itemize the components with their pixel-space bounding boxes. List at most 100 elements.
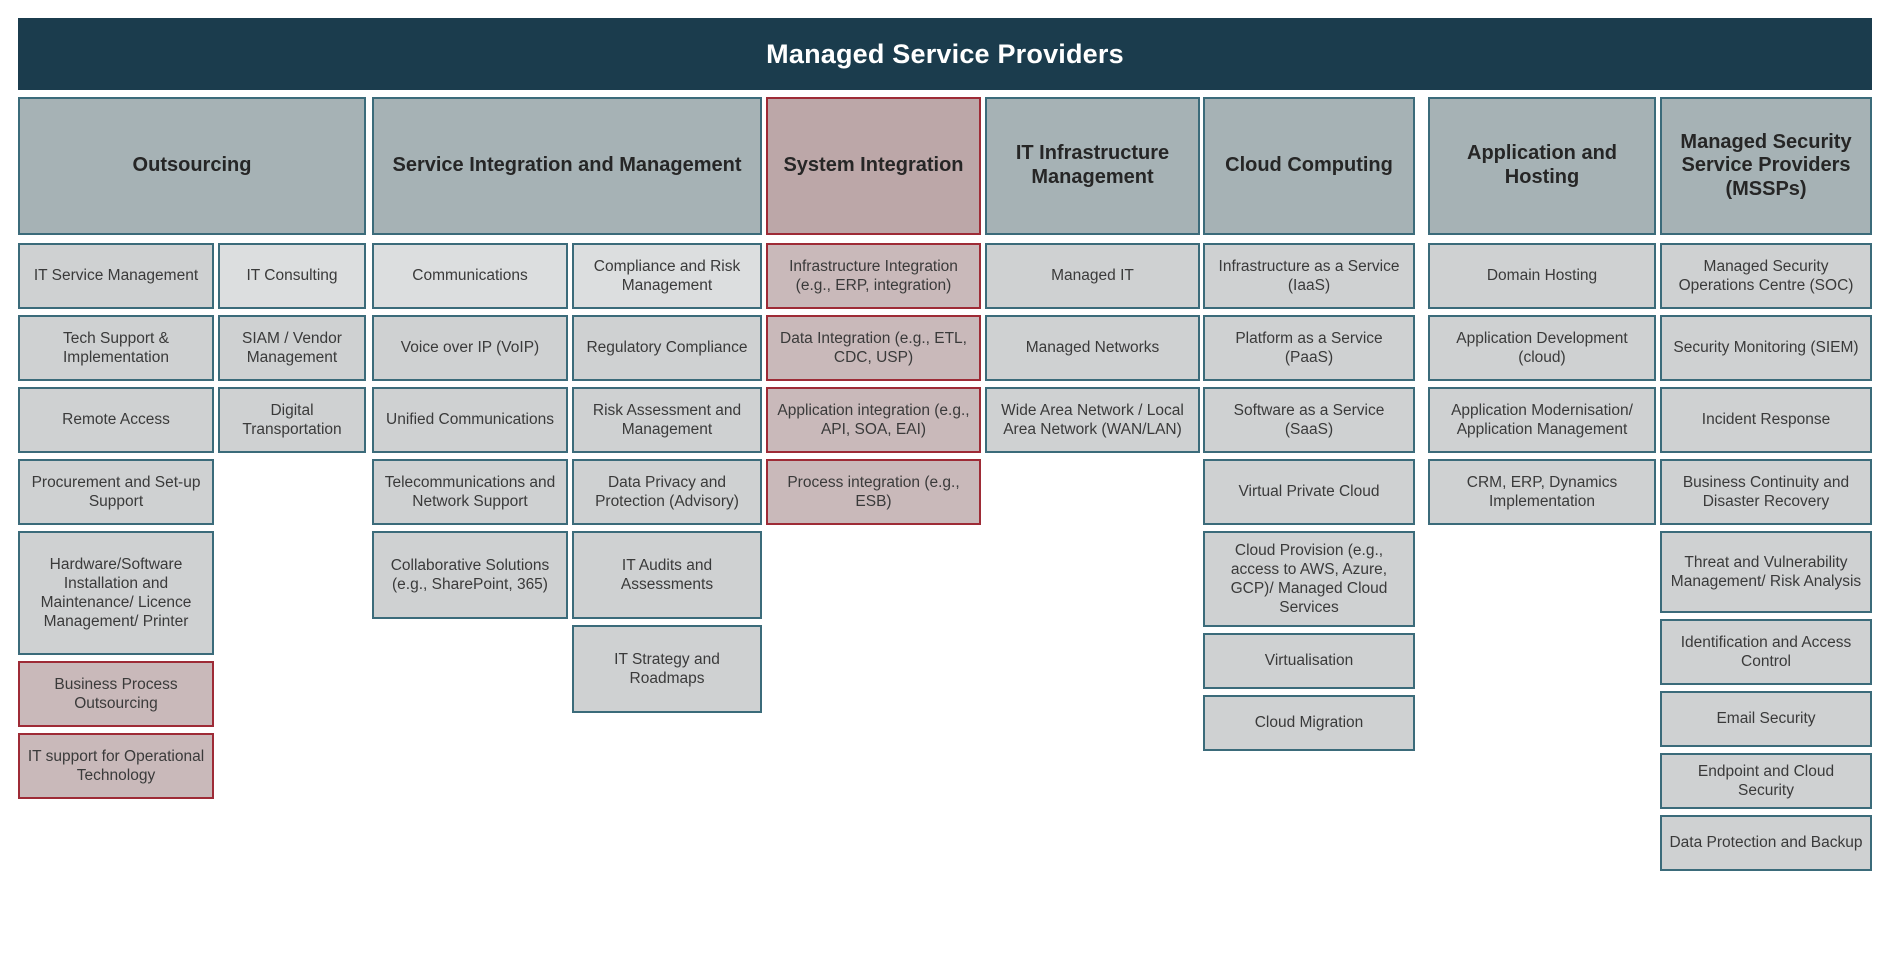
column-header-label: Managed Security Service Providers (MSSP… <box>1680 130 1852 200</box>
service-box[interactable]: Application Development (cloud) <box>1428 315 1656 381</box>
service-box-label: IT Strategy and Roadmaps <box>614 650 720 687</box>
column-header-label: IT Infrastructure Management <box>1015 142 1170 188</box>
service-box[interactable]: Hardware/Software Installation and Maint… <box>18 531 214 655</box>
service-box[interactable]: Identification and Access Control <box>1660 619 1872 685</box>
service-box-label: Tech Support & Implementation <box>63 329 169 366</box>
service-box[interactable]: Cloud Migration <box>1203 695 1415 751</box>
service-box-label: Data Protection and Backup <box>1669 834 1863 852</box>
service-box-label: Email Security <box>1716 710 1816 728</box>
service-box[interactable]: Security Monitoring (SIEM) <box>1660 315 1872 381</box>
service-box[interactable]: Managed IT <box>985 243 1200 309</box>
service-box[interactable]: SIAM / Vendor Management <box>218 315 366 381</box>
service-box[interactable]: Digital Transportation <box>218 387 366 453</box>
service-box[interactable]: Communications <box>372 243 568 309</box>
service-box[interactable]: Procurement and Set-up Support <box>18 459 214 525</box>
column-header-label: Application and Hosting <box>1467 142 1617 188</box>
column-header-outsourcing[interactable]: Outsourcing <box>18 97 366 235</box>
service-box-label: Hardware/Software Installation and Maint… <box>40 555 192 631</box>
service-box[interactable]: IT Consulting <box>218 243 366 309</box>
service-box-label: CRM, ERP, Dynamics Implementation <box>1466 473 1618 510</box>
service-box[interactable]: Data Protection and Backup <box>1660 815 1872 871</box>
service-box[interactable]: IT support for Operational Technology <box>18 733 214 799</box>
service-box[interactable]: Application Modernisation/ Application M… <box>1428 387 1656 453</box>
service-box[interactable]: Compliance and Risk Management <box>572 243 762 309</box>
service-box-label: Managed Security Operations Centre (SOC) <box>1678 257 1854 294</box>
service-box[interactable]: Data Privacy and Protection (Advisory) <box>572 459 762 525</box>
service-box[interactable]: Tech Support & Implementation <box>18 315 214 381</box>
column-header-siam[interactable]: Service Integration and Management <box>372 97 762 235</box>
service-box[interactable]: Managed Security Operations Centre (SOC) <box>1660 243 1872 309</box>
service-box[interactable]: Virtualisation <box>1203 633 1415 689</box>
service-box[interactable]: Virtual Private Cloud <box>1203 459 1415 525</box>
service-box-label: Telecommunications and Network Support <box>384 473 556 510</box>
service-box[interactable]: Application integration (e.g., API, SOA,… <box>766 387 981 453</box>
diagram-title-banner: Managed Service Providers <box>18 18 1872 90</box>
column-header-row: Outsourcing Service Integration and Manag… <box>18 97 1872 235</box>
service-box[interactable]: Wide Area Network / Local Area Network (… <box>985 387 1200 453</box>
service-box[interactable]: Managed Networks <box>985 315 1200 381</box>
service-box-label: Application Development (cloud) <box>1456 329 1628 366</box>
service-box[interactable]: Remote Access <box>18 387 214 453</box>
service-box-label: Infrastructure Integration (e.g., ERP, i… <box>789 257 958 294</box>
service-box-label: Business Continuity and Disaster Recover… <box>1682 473 1850 510</box>
service-box[interactable]: Telecommunications and Network Support <box>372 459 568 525</box>
service-box[interactable]: IT Service Management <box>18 243 214 309</box>
service-box-label: Endpoint and Cloud Security <box>1697 762 1835 799</box>
service-box[interactable]: Platform as a Service (PaaS) <box>1203 315 1415 381</box>
service-box-label: Cloud Migration <box>1254 714 1364 732</box>
column-header-system-integration[interactable]: System Integration <box>766 97 981 235</box>
service-box[interactable]: Process integration (e.g., ESB) <box>766 459 981 525</box>
service-box[interactable]: Data Integration (e.g., ETL, CDC, USP) <box>766 315 981 381</box>
column-header-label: Cloud Computing <box>1225 154 1393 177</box>
service-box[interactable]: IT Audits and Assessments <box>572 531 762 619</box>
service-box[interactable]: Threat and Vulnerability Management/ Ris… <box>1660 531 1872 613</box>
service-box-label: Business Process Outsourcing <box>54 675 178 712</box>
service-box[interactable]: Collaborative Solutions (e.g., SharePoin… <box>372 531 568 619</box>
service-box-label: Cloud Provision (e.g., access to AWS, Az… <box>1230 541 1388 617</box>
service-box[interactable]: Cloud Provision (e.g., access to AWS, Az… <box>1203 531 1415 627</box>
service-box-label: IT Service Management <box>33 267 199 285</box>
service-box[interactable]: IT Strategy and Roadmaps <box>572 625 762 713</box>
service-box[interactable]: Infrastructure Integration (e.g., ERP, i… <box>766 243 981 309</box>
service-box-label: Managed IT <box>1051 267 1134 285</box>
service-box-label: Domain Hosting <box>1486 267 1598 285</box>
service-box[interactable]: Infrastructure as a Service (IaaS) <box>1203 243 1415 309</box>
service-box-label: Wide Area Network / Local Area Network (… <box>1001 401 1184 438</box>
column-header-label: Service Integration and Management <box>392 154 742 177</box>
service-box-label: IT Audits and Assessments <box>620 556 714 593</box>
service-box[interactable]: Voice over IP (VoIP) <box>372 315 568 381</box>
service-box[interactable]: Endpoint and Cloud Security <box>1660 753 1872 809</box>
service-box-label: Threat and Vulnerability Management/ Ris… <box>1670 553 1862 590</box>
service-box[interactable]: Risk Assessment and Management <box>572 387 762 453</box>
column-header-label: Outsourcing <box>132 154 252 177</box>
service-box-label: Managed Networks <box>1025 339 1160 357</box>
service-box[interactable]: Regulatory Compliance <box>572 315 762 381</box>
service-box[interactable]: Business Process Outsourcing <box>18 661 214 727</box>
service-box-label: Unified Communications <box>386 411 554 429</box>
service-box-label: Regulatory Compliance <box>586 339 748 357</box>
service-box[interactable]: Domain Hosting <box>1428 243 1656 309</box>
column-header-cloud-computing[interactable]: Cloud Computing <box>1203 97 1415 235</box>
service-box[interactable]: Business Continuity and Disaster Recover… <box>1660 459 1872 525</box>
page-title: Managed Service Providers <box>766 38 1124 69</box>
service-box-label: Process integration (e.g., ESB) <box>787 473 960 510</box>
subcolumn-system-integration-0: Infrastructure Integration (e.g., ERP, i… <box>766 243 981 531</box>
column-header-mssps[interactable]: Managed Security Service Providers (MSSP… <box>1660 97 1872 235</box>
service-box-label: Voice over IP (VoIP) <box>400 339 540 357</box>
subcolumn-mssps-0: Managed Security Operations Centre (SOC)… <box>1660 243 1872 877</box>
service-box[interactable]: Unified Communications <box>372 387 568 453</box>
service-box-label: Application integration (e.g., API, SOA,… <box>777 401 970 438</box>
column-header-it-infrastructure-management[interactable]: IT Infrastructure Management <box>985 97 1200 235</box>
column-header-application-and-hosting[interactable]: Application and Hosting <box>1428 97 1656 235</box>
service-box-label: Digital Transportation <box>242 401 342 438</box>
service-box[interactable]: Incident Response <box>1660 387 1872 453</box>
service-box-label: Security Monitoring (SIEM) <box>1673 339 1859 357</box>
service-box[interactable]: Software as a Service (SaaS) <box>1203 387 1415 453</box>
service-box[interactable]: Email Security <box>1660 691 1872 747</box>
service-box-label: Communications <box>412 267 528 285</box>
service-box[interactable]: CRM, ERP, Dynamics Implementation <box>1428 459 1656 525</box>
